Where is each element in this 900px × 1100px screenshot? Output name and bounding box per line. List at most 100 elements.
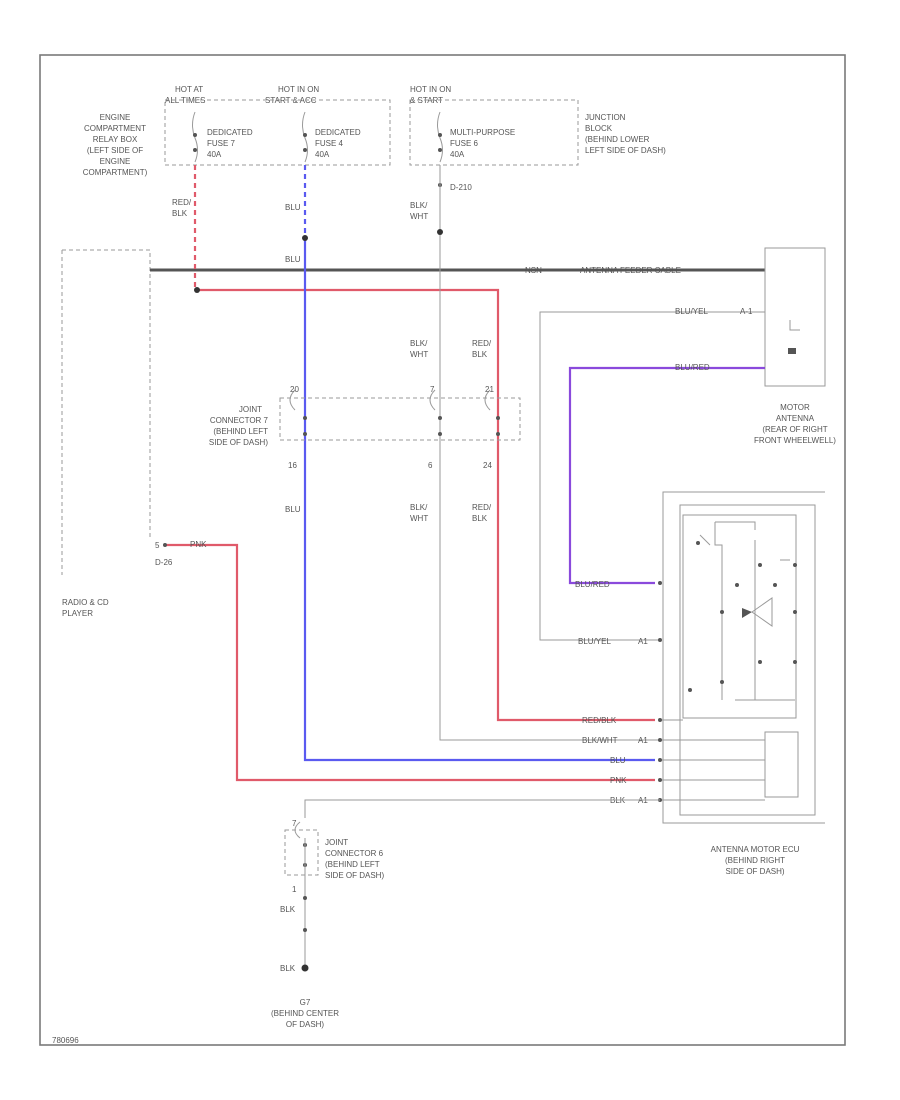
svg-text:DEDICATED: DEDICATED bbox=[207, 128, 253, 137]
fuse-4: DEDICATED FUSE 4 40A bbox=[302, 111, 361, 163]
svg-text:5: 5 bbox=[155, 541, 160, 550]
svg-text:RED/: RED/ bbox=[472, 503, 492, 512]
svg-text:BLOCK: BLOCK bbox=[585, 124, 613, 133]
feeder-cable-label: NSN ANTENNA FEEDER CABLE bbox=[525, 266, 681, 275]
joint-connector-6-outline bbox=[284, 829, 319, 876]
motor-top-wire-pin: A-1 bbox=[740, 307, 753, 316]
svg-text:RED/: RED/ bbox=[472, 339, 492, 348]
hot-all-times-label: HOT AT bbox=[175, 85, 203, 94]
svg-text:OF DASH): OF DASH) bbox=[286, 1020, 325, 1029]
relay-box-outline bbox=[164, 99, 391, 166]
svg-text:ENGINE: ENGINE bbox=[100, 157, 131, 166]
svg-text:ANTENNA MOTOR ECU: ANTENNA MOTOR ECU bbox=[711, 845, 800, 854]
svg-text:BLU: BLU bbox=[285, 203, 301, 212]
svg-text:ANTENNA: ANTENNA bbox=[776, 414, 815, 423]
svg-text:20: 20 bbox=[290, 385, 299, 394]
svg-text:FUSE 4: FUSE 4 bbox=[315, 139, 344, 148]
ecu-inner-box bbox=[679, 504, 816, 816]
radio-pin-dot bbox=[163, 543, 167, 547]
ecu-label: ANTENNA MOTOR ECU (BEHIND RIGHT SIDE OF … bbox=[711, 845, 800, 876]
svg-text:(BEHIND LEFT: (BEHIND LEFT bbox=[213, 427, 268, 436]
svg-text:BLU: BLU bbox=[610, 756, 626, 765]
svg-text:BLK/: BLK/ bbox=[410, 339, 428, 348]
svg-text:ANTENNA FEEDER CABLE: ANTENNA FEEDER CABLE bbox=[580, 266, 681, 275]
svg-text:COMPARTMENT: COMPARTMENT bbox=[84, 124, 146, 133]
motor-antenna-box bbox=[764, 247, 826, 387]
radio-label: RADIO & CD PLAYER 5 D-26 bbox=[62, 541, 173, 618]
motor-top-wire-code: BLU/YEL bbox=[675, 307, 708, 316]
svg-text:SIDE OF DASH): SIDE OF DASH) bbox=[725, 867, 784, 876]
ecu-pin-wires bbox=[658, 581, 765, 802]
fuse-7: DEDICATED FUSE 7 40A bbox=[192, 111, 253, 163]
power-sources: HOT AT ALL TIMES HOT IN ON START & ACC H… bbox=[165, 85, 451, 105]
svg-text:FUSE 6: FUSE 6 bbox=[450, 139, 479, 148]
hot-all-times-label-2: ALL TIMES bbox=[165, 96, 205, 105]
svg-text:FUSE 7: FUSE 7 bbox=[207, 139, 236, 148]
svg-text:21: 21 bbox=[485, 385, 494, 394]
pink-wire bbox=[165, 543, 655, 782]
ground-g7-label: G7 (BEHIND CENTER OF DASH) bbox=[271, 998, 339, 1029]
svg-text:ENGINE: ENGINE bbox=[100, 113, 131, 122]
svg-text:BLK: BLK bbox=[472, 350, 488, 359]
red-wire bbox=[195, 288, 655, 722]
svg-text:G7: G7 bbox=[300, 998, 311, 1007]
engine-relay-box-label: ENGINE COMPARTMENT RELAY BOX (LEFT SIDE … bbox=[83, 113, 148, 177]
d210-label: D-210 bbox=[450, 183, 472, 192]
svg-text:DEDICATED: DEDICATED bbox=[315, 128, 361, 137]
svg-text:COMPARTMENT): COMPARTMENT) bbox=[83, 168, 148, 177]
svg-text:RADIO & CD: RADIO & CD bbox=[62, 598, 109, 607]
svg-text:JUNCTION: JUNCTION bbox=[585, 113, 626, 122]
svg-text:WHT: WHT bbox=[410, 212, 428, 221]
svg-text:FRONT WHEELWELL): FRONT WHEELWELL) bbox=[754, 436, 836, 445]
svg-text:BLK/WHT: BLK/WHT bbox=[582, 736, 618, 745]
svg-text:PNK: PNK bbox=[610, 776, 627, 785]
svg-text:JOINT: JOINT bbox=[239, 405, 262, 414]
hot-on-start-acc-label-2: START & ACC bbox=[265, 96, 317, 105]
hot-on-start-acc-label: HOT IN ON bbox=[278, 85, 319, 94]
svg-text:WHT: WHT bbox=[410, 514, 428, 523]
ecu-module-box bbox=[764, 731, 799, 798]
svg-text:JOINT: JOINT bbox=[325, 838, 348, 847]
upper-wire-labels: RED/ BLK BLU BLK/ WHT BLU bbox=[172, 198, 428, 264]
svg-text:MOTOR: MOTOR bbox=[780, 403, 810, 412]
ecu-wire-labels: BLU/RED BLU/YEL A1 RED/BLK BLK/WHT A1 BL… bbox=[575, 580, 648, 805]
ground-wire-blk-1: BLK bbox=[280, 905, 296, 914]
ecu-internals bbox=[688, 521, 797, 701]
junction-block-outline bbox=[409, 99, 579, 166]
joint-connector-7-outline bbox=[279, 397, 521, 441]
svg-text:(BEHIND LOWER: (BEHIND LOWER bbox=[585, 135, 650, 144]
svg-text:BLK/: BLK/ bbox=[410, 503, 428, 512]
hot-on-start-label: HOT IN ON bbox=[410, 85, 451, 94]
svg-text:40A: 40A bbox=[450, 150, 465, 159]
svg-text:PLAYER: PLAYER bbox=[62, 609, 93, 618]
mp-fuse-6: MULTI-PURPOSE FUSE 6 40A bbox=[437, 111, 515, 163]
blue-splice bbox=[302, 235, 308, 241]
svg-text:A1: A1 bbox=[638, 736, 648, 745]
svg-text:7: 7 bbox=[430, 385, 435, 394]
svg-text:RELAY BOX: RELAY BOX bbox=[93, 135, 138, 144]
svg-text:(LEFT SIDE OF: (LEFT SIDE OF bbox=[87, 146, 143, 155]
svg-text:BLU/RED: BLU/RED bbox=[575, 580, 610, 589]
svg-text:SIDE OF DASH): SIDE OF DASH) bbox=[209, 438, 268, 447]
blk-wht-splice bbox=[437, 229, 443, 235]
red-splice bbox=[194, 287, 200, 293]
svg-text:LEFT SIDE OF DASH): LEFT SIDE OF DASH) bbox=[585, 146, 666, 155]
svg-text:BLU: BLU bbox=[285, 255, 301, 264]
svg-text:BLK/: BLK/ bbox=[410, 201, 428, 210]
svg-text:D-26: D-26 bbox=[155, 558, 173, 567]
svg-text:(BEHIND RIGHT: (BEHIND RIGHT bbox=[725, 856, 785, 865]
diagram-id: 780696 bbox=[52, 1036, 79, 1045]
purple-wire bbox=[568, 366, 765, 585]
svg-text:16: 16 bbox=[288, 461, 297, 470]
radio-outline bbox=[61, 249, 151, 575]
svg-text:40A: 40A bbox=[207, 150, 222, 159]
pink-wire-code: PNK bbox=[190, 540, 207, 549]
blue-wire bbox=[303, 238, 655, 762]
ecu-outer-box bbox=[662, 491, 825, 824]
svg-text:SIDE OF DASH): SIDE OF DASH) bbox=[325, 871, 384, 880]
joint-connector-6-pins: 7 1 bbox=[292, 819, 309, 972]
junction-block-label: JUNCTION BLOCK (BEHIND LOWER LEFT SIDE O… bbox=[585, 113, 666, 155]
ground-wire bbox=[304, 799, 660, 818]
svg-text:40A: 40A bbox=[315, 150, 330, 159]
